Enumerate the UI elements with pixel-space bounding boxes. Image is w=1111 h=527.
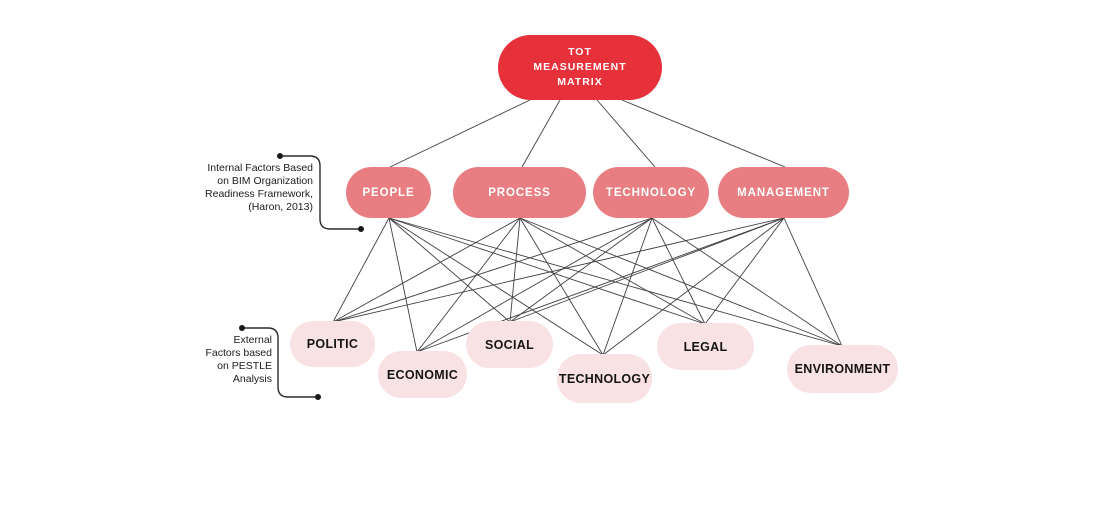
- connector-dot: [358, 226, 364, 232]
- edge-line: [596, 99, 656, 168]
- edge-line: [621, 99, 786, 168]
- edge-line: [519, 217, 843, 347]
- node-legal: LEGAL: [657, 323, 754, 370]
- node-economic: ECONOMIC: [378, 351, 467, 398]
- edge-line: [602, 217, 653, 356]
- edge-line: [651, 217, 843, 347]
- internal-annotation-connector: [280, 155, 361, 230]
- node-tot-measurement-matrix: TOT MEASUREMENT MATRIX: [498, 35, 662, 100]
- connector-dot: [277, 153, 283, 159]
- internal-factors-annotation: Internal Factors Based on BIM Organizati…: [205, 162, 313, 213]
- node-environment: ENVIRONMENT: [787, 345, 898, 393]
- node-technology-external: TECHNOLOGY: [557, 354, 652, 403]
- edge-line: [388, 217, 511, 323]
- edge-line: [388, 217, 418, 353]
- edge-line: [519, 217, 706, 325]
- edge-line: [332, 217, 785, 323]
- edge-line: [521, 99, 561, 168]
- edge-line: [332, 217, 521, 323]
- edge-line: [332, 217, 390, 323]
- node-technology-internal: TECHNOLOGY: [593, 167, 709, 218]
- edge-line: [783, 217, 843, 347]
- edge-line: [704, 217, 785, 325]
- connector-dot: [239, 325, 245, 331]
- node-politic: POLITIC: [290, 321, 375, 367]
- node-social: SOCIAL: [466, 321, 553, 368]
- edge-line: [416, 217, 653, 353]
- edge-line: [388, 217, 604, 356]
- edge-line: [388, 217, 706, 325]
- edge-line: [651, 217, 706, 325]
- edge-line: [509, 217, 653, 323]
- edge-line: [332, 217, 653, 323]
- external-annotation-connector: [242, 327, 318, 398]
- external-factors-annotation: External Factors based on PESTLE Analysi…: [205, 334, 272, 385]
- edge-line: [416, 217, 521, 353]
- node-process: PROCESS: [453, 167, 586, 218]
- node-people: PEOPLE: [346, 167, 431, 218]
- edge-line: [509, 217, 521, 323]
- edge-line: [509, 217, 785, 323]
- edge-line: [519, 217, 604, 356]
- node-management: MANAGEMENT: [718, 167, 849, 218]
- connector-dot: [315, 394, 321, 400]
- edge-line: [602, 217, 785, 356]
- edge-line: [389, 99, 531, 168]
